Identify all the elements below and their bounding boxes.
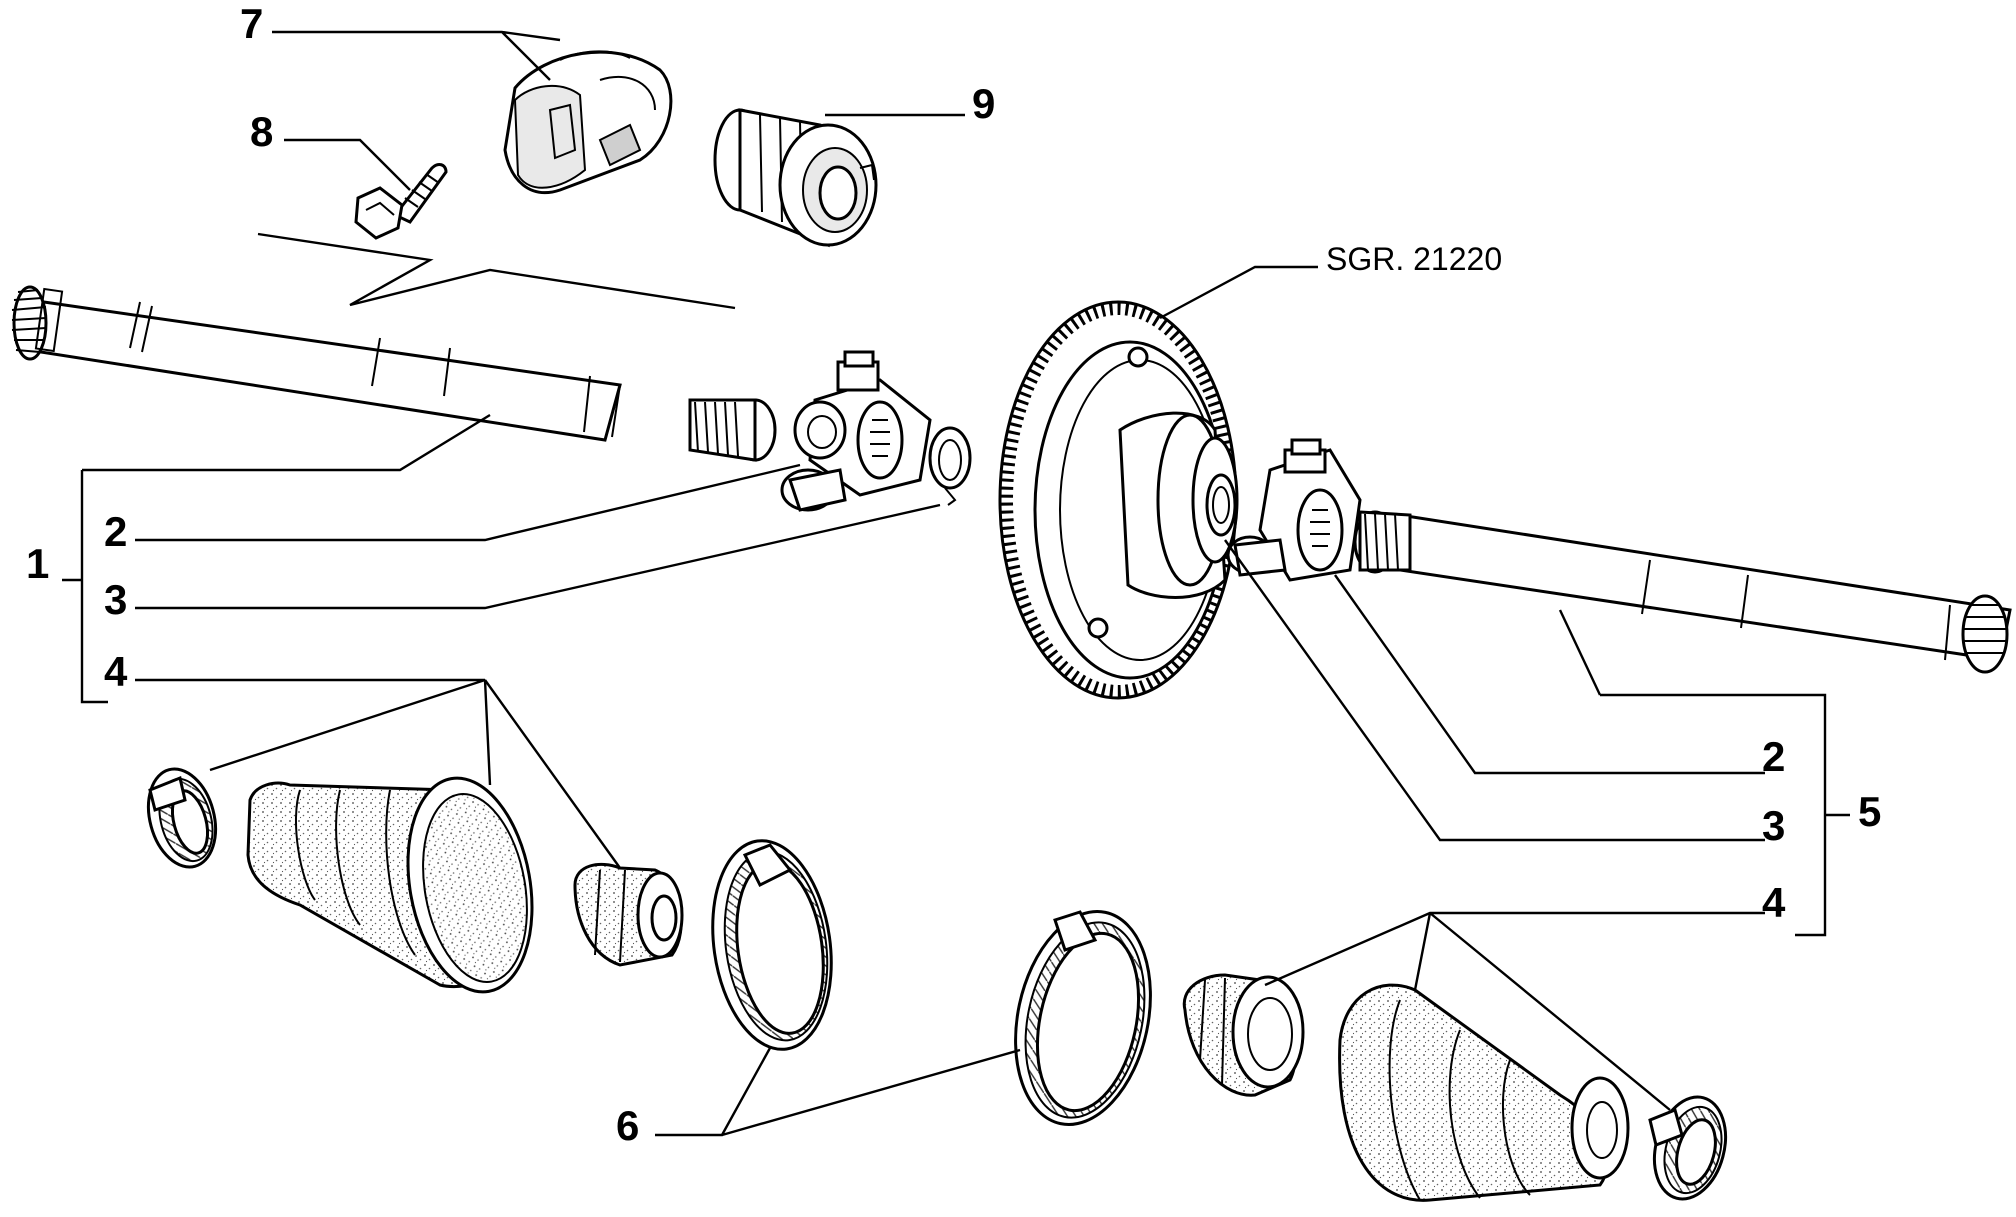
label-5: 5 xyxy=(1858,788,1881,835)
label-3-right: 3 xyxy=(1762,802,1785,849)
label-3-left: 3 xyxy=(104,576,127,623)
bolt-part xyxy=(354,163,448,240)
label-1: 1 xyxy=(26,540,49,587)
label-7: 7 xyxy=(240,0,263,47)
label-8: 8 xyxy=(250,108,273,155)
left-circlip xyxy=(928,426,972,506)
label-4-right: 4 xyxy=(1762,879,1786,926)
leader-lines xyxy=(62,30,1850,1137)
right-boot-large xyxy=(1338,983,1630,1202)
label-2-left: 2 xyxy=(104,508,127,555)
reference-sgr: SGR. 21220 xyxy=(1326,241,1502,277)
left-band-clamp xyxy=(711,839,833,1051)
right-band-clamp xyxy=(1014,909,1152,1127)
label-2-right: 2 xyxy=(1762,733,1785,780)
label-9: 9 xyxy=(972,80,995,127)
break-mark xyxy=(257,232,736,310)
left-shaft xyxy=(11,285,777,462)
left-boot-large xyxy=(246,776,534,994)
left-boot-clip xyxy=(146,767,218,869)
label-4-left: 4 xyxy=(104,648,128,695)
bearing-part xyxy=(713,108,878,248)
crown-wheel xyxy=(998,300,1239,700)
left-tripod xyxy=(780,350,932,512)
right-boot-small xyxy=(1182,973,1305,1097)
label-6: 6 xyxy=(616,1102,639,1149)
cage-part xyxy=(503,50,673,195)
right-shaft xyxy=(1353,510,2012,674)
left-boot-small xyxy=(573,862,684,967)
right-boot-clip xyxy=(1648,1095,1727,1201)
right-tripod xyxy=(1226,438,1362,582)
